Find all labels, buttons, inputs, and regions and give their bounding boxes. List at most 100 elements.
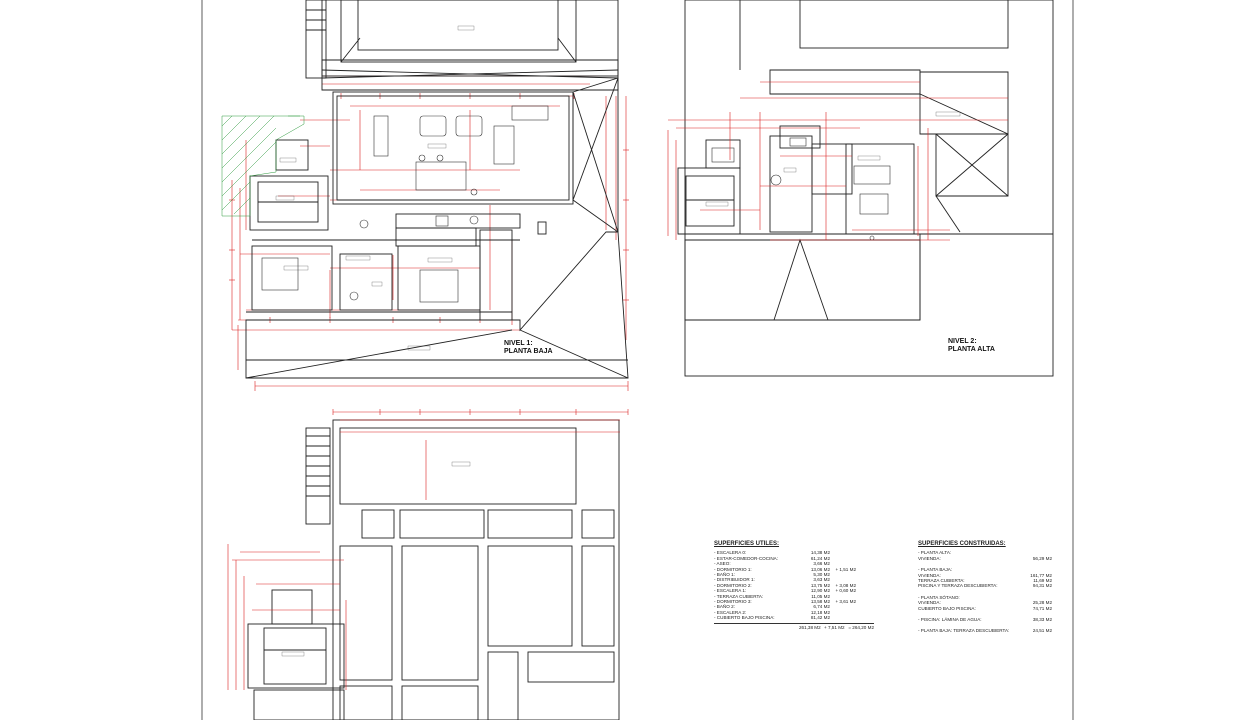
utiles-cell-b: + 3,61 M2 (835, 599, 856, 605)
construidas-cell-a: 38,33 M2 (1032, 617, 1052, 623)
level-2-title-line2: PLANTA ALTA (948, 346, 995, 353)
utiles-cell-a: 12,90 M2 (810, 588, 830, 594)
construidas-cell-name: - PLANTA SÓTANO: (918, 594, 960, 600)
utiles-cell-name: - DORMITORIO 1: (714, 566, 752, 572)
construidas-row: PISCINA Y TERRAZA DESCUBIERTA: 94,31 M2 (918, 583, 1058, 588)
construidas-row: CUBIERTO BAJO PISCINA: 74,71 M2 (918, 606, 1058, 611)
utiles-cell-name: - DORMITORIO 3: (714, 599, 752, 605)
utiles-cell-a: 14,38 M2 (810, 550, 830, 556)
utiles-row: - CUBIERTO BAJO PISCINA: 81,42 M2 (714, 615, 874, 620)
utiles-cell-name: - ESCALERA 1: (714, 588, 747, 594)
construidas-cell-name: VIVIENDA: (918, 600, 941, 606)
utiles-cell-name: - DORMITORIO 2: (714, 582, 752, 588)
construidas-cell-name: CUBIERTO BAJO PISCINA: (918, 605, 976, 611)
construidas-cell-name: - PLANTA BAJA: (918, 567, 953, 573)
superficies-utiles-heading: SUPERFICIES UTILES: (714, 541, 780, 547)
utiles-cell-name: - ESTAR-COMEDOR-COCINA: (714, 555, 778, 561)
construidas-cell-a: 11,69 M2 (1033, 578, 1052, 584)
construidas-group: - PLANTA BAJA: TERRAZA DESCUBIERTA: 24,51… (918, 628, 1058, 633)
utiles-cell-b: + 3,08 M2 (835, 582, 856, 588)
construidas-cell-a: 56,29 M2 (1032, 555, 1052, 561)
utiles-cell-a: 6,74 M2 (813, 604, 830, 610)
utiles-cell-name: - BAÑO 1: (714, 572, 735, 578)
utiles-row: - ESCALERA 2: 12,18 M2 (714, 610, 874, 615)
construidas-row: VIVIENDA: 56,29 M2 (918, 556, 1058, 561)
construidas-row: VIVIENDA: 25,28 M2 (918, 600, 1058, 605)
construidas-cell-name: VIVIENDA: (918, 572, 941, 578)
utiles-cell-name: - ESCALERA 0: (714, 550, 747, 556)
utiles-cell-a: 3,66 M2 (813, 561, 830, 567)
utiles-cell-name: - ESCALERA 2: (714, 609, 747, 615)
construidas-cell-name: - PLANTA BAJA: TERRAZA DESCUBIERTA: (918, 628, 1010, 634)
utiles-row: - ESTAR-COMEDOR-COCINA: 61,24 M2 (714, 556, 874, 561)
construidas-row: - PLANTA BAJA: (918, 567, 1058, 572)
green-hatch-area (221, 115, 305, 217)
floor-plan-level-1 (221, 0, 629, 391)
superficies-construidas-heading: SUPERFICIES CONSTRUIDAS: (918, 541, 1006, 547)
construidas-row: - PLANTA ALTA: (918, 550, 1058, 555)
utiles-row: - BAÑO 1:5,30 M2 (714, 572, 874, 577)
utiles-cell-a: 13,06 M2 (810, 566, 830, 572)
construidas-row: TERRAZA CUBIERTA: 11,69 M2 (918, 578, 1058, 583)
construidas-cell-a: 74,71 M2 (1032, 605, 1052, 611)
floor-plan-basement (227, 409, 629, 720)
utiles-cell-a: 61,24 M2 (810, 555, 830, 561)
utiles-row: - DISTRIBUIDOR 1: 3,63 M2 (714, 577, 874, 582)
superficies-construidas-table: SUPERFICIES CONSTRUIDAS: - PLANTA ALTA:V… (918, 541, 1058, 640)
construidas-row: VIVIENDA: 161,77 M2 (918, 573, 1058, 578)
construidas-row: - PISCINA: LÁMINA DE AGUA: 38,33 M2 (918, 617, 1058, 622)
walls (677, 0, 1054, 377)
dimension-lines (667, 81, 1008, 241)
level-1-title-line1: NIVEL 1: (504, 340, 533, 347)
construidas-cell-a: 161,77 M2 (1030, 572, 1052, 578)
construidas-cell-name: - PISCINA: LÁMINA DE AGUA: (918, 617, 982, 623)
furniture (261, 105, 549, 303)
utiles-cell-name: - CUBIERTO BAJO PISCINA: (714, 615, 775, 621)
walls (247, 419, 620, 720)
dimension-lines (227, 411, 628, 690)
sheet-frame (201, 0, 1074, 720)
utiles-row: - DORMITORIO 2: 13,75 M2 + 3,08 M2 (714, 583, 874, 588)
construidas-cell-name: TERRAZA CUBIERTA: (918, 578, 965, 584)
construidas-row: - PLANTA SÓTANO: (918, 595, 1058, 600)
level-2-title-line1: NIVEL 2: (948, 338, 977, 345)
utiles-cell-a: 11,05 M2 (811, 593, 830, 599)
superficies-utiles-rows: - ESCALERA 0:14,38 M2- ESTAR-COMEDOR-COC… (714, 550, 874, 620)
level-1-title: NIVEL 1: PLANTA BAJA (504, 340, 553, 356)
utiles-cell-a: 12,18 M2 (810, 609, 830, 615)
utiles-row: - DORMITORIO 1: 13,06 M2 + 1,51 M2 (714, 567, 874, 572)
superficies-utiles-table: SUPERFICIES UTILES: - ESCALERA 0: 14,38 M… (714, 541, 874, 630)
utiles-cell-a: 3,63 M2 (813, 577, 830, 583)
construidas-cell-a: 25,28 M2 (1032, 600, 1052, 606)
utiles-cell-a: 13,58 M2 (810, 599, 830, 605)
floor-plan-level-2 (667, 0, 1054, 377)
superficies-construidas-groups: - PLANTA ALTA:VIVIENDA:56,29 M2- PLANTA … (918, 550, 1058, 633)
construidas-cell-a: 24,51 M2 (1032, 628, 1052, 634)
level-1-title-line2: PLANTA BAJA (504, 348, 553, 355)
level-2-title: NIVEL 2: PLANTA ALTA (948, 338, 995, 354)
utiles-cell-a: 13,75 M2 (810, 582, 830, 588)
utiles-cell-b: + 1,51 M2 (835, 566, 856, 572)
construidas-cell-name: PISCINA Y TERRAZA DESCUBIERTA: (918, 583, 998, 589)
utiles-row: - ASEO:3,66 M2 (714, 561, 874, 566)
utiles-cell-name: - DISTRIBUIDOR 1: (714, 577, 755, 583)
utiles-row: - ESCALERA 1:12,90 M2+ 0,60 M2 (714, 588, 874, 593)
construidas-row: - PLANTA BAJA: TERRAZA DESCUBIERTA: 24,51… (918, 628, 1058, 633)
construidas-group: - PISCINA: LÁMINA DE AGUA: 38,33 M2 (918, 617, 1058, 622)
utiles-row: - TERRAZA CUBIERTA:11,05 M2 (714, 594, 874, 599)
construidas-cell-name: VIVIENDA: (918, 555, 941, 561)
utiles-row: - ESCALERA 0: 14,38 M2 (714, 550, 874, 555)
construidas-cell-name: - PLANTA ALTA: (918, 550, 952, 556)
room-annotations (275, 25, 475, 351)
utiles-cell-a: 81,42 M2 (810, 615, 830, 621)
construidas-group: - PLANTA ALTA:VIVIENDA: 56,29 M2 (918, 550, 1058, 561)
utiles-cell-b (830, 615, 856, 620)
superficies-utiles-total: 261,38 M2 + 7,51 M2 = 264,20 M2 (714, 622, 874, 630)
utiles-cell-name: - BAÑO 2: (714, 604, 735, 610)
dimension-ticks (332, 409, 629, 415)
construidas-cell-a: 94,31 M2 (1032, 583, 1052, 589)
total-a: 261,38 M2 (798, 624, 821, 630)
